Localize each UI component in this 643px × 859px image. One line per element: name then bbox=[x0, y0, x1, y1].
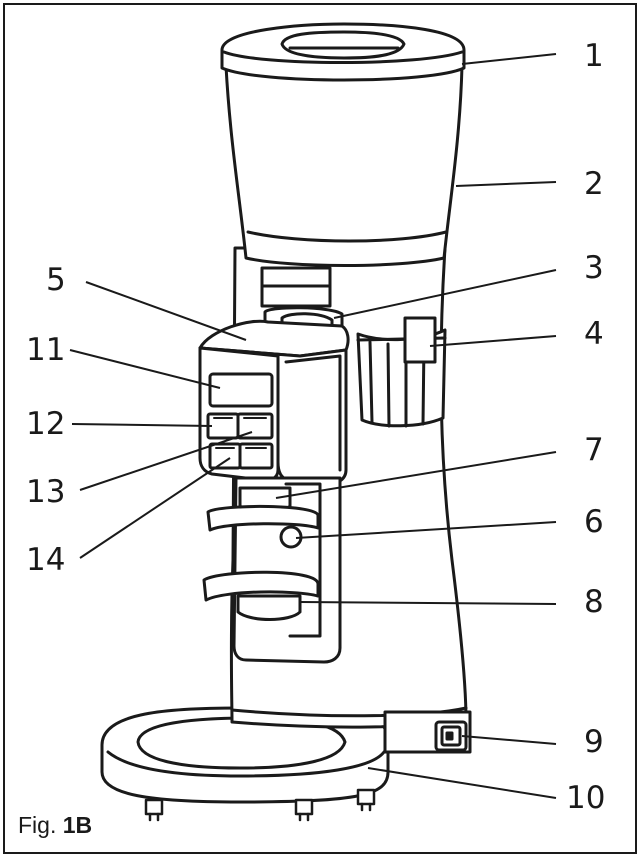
leader-lines bbox=[69, 53, 557, 799]
caption-number: 1B bbox=[62, 812, 93, 838]
callout-12: 12 bbox=[26, 406, 65, 442]
drip-tray-base bbox=[100, 706, 390, 804]
bean-hopper bbox=[224, 64, 464, 267]
hopper-lid bbox=[220, 22, 466, 82]
grind-adjustment-ring bbox=[356, 316, 447, 428]
feet bbox=[144, 788, 376, 822]
callout-14: 14 bbox=[26, 542, 65, 578]
callout-10: 10 bbox=[566, 780, 605, 816]
figure-caption: Fig. 1B bbox=[18, 812, 92, 839]
collar-window bbox=[260, 266, 332, 308]
callout-11: 11 bbox=[26, 332, 65, 368]
callout-labels: 1 2 3 4 5 11 12 13 14 7 6 8 9 10 bbox=[26, 38, 605, 816]
callout-1: 1 bbox=[584, 38, 604, 74]
display-screen bbox=[208, 372, 274, 408]
control-buttons bbox=[206, 412, 274, 470]
caption-prefix: Fig. bbox=[18, 812, 57, 838]
callout-9: 9 bbox=[584, 724, 604, 760]
callout-8: 8 bbox=[584, 584, 604, 620]
callout-4: 4 bbox=[584, 316, 604, 352]
callout-6: 6 bbox=[584, 504, 604, 540]
portafilter-fork-upper bbox=[206, 504, 320, 549]
portafilter-fork-lower bbox=[202, 570, 320, 621]
callout-5: 5 bbox=[46, 262, 66, 298]
callout-13: 13 bbox=[26, 474, 65, 510]
callout-2: 2 bbox=[584, 166, 604, 202]
figure-frame bbox=[3, 3, 637, 854]
callout-3: 3 bbox=[584, 250, 604, 286]
callout-7: 7 bbox=[584, 432, 604, 468]
